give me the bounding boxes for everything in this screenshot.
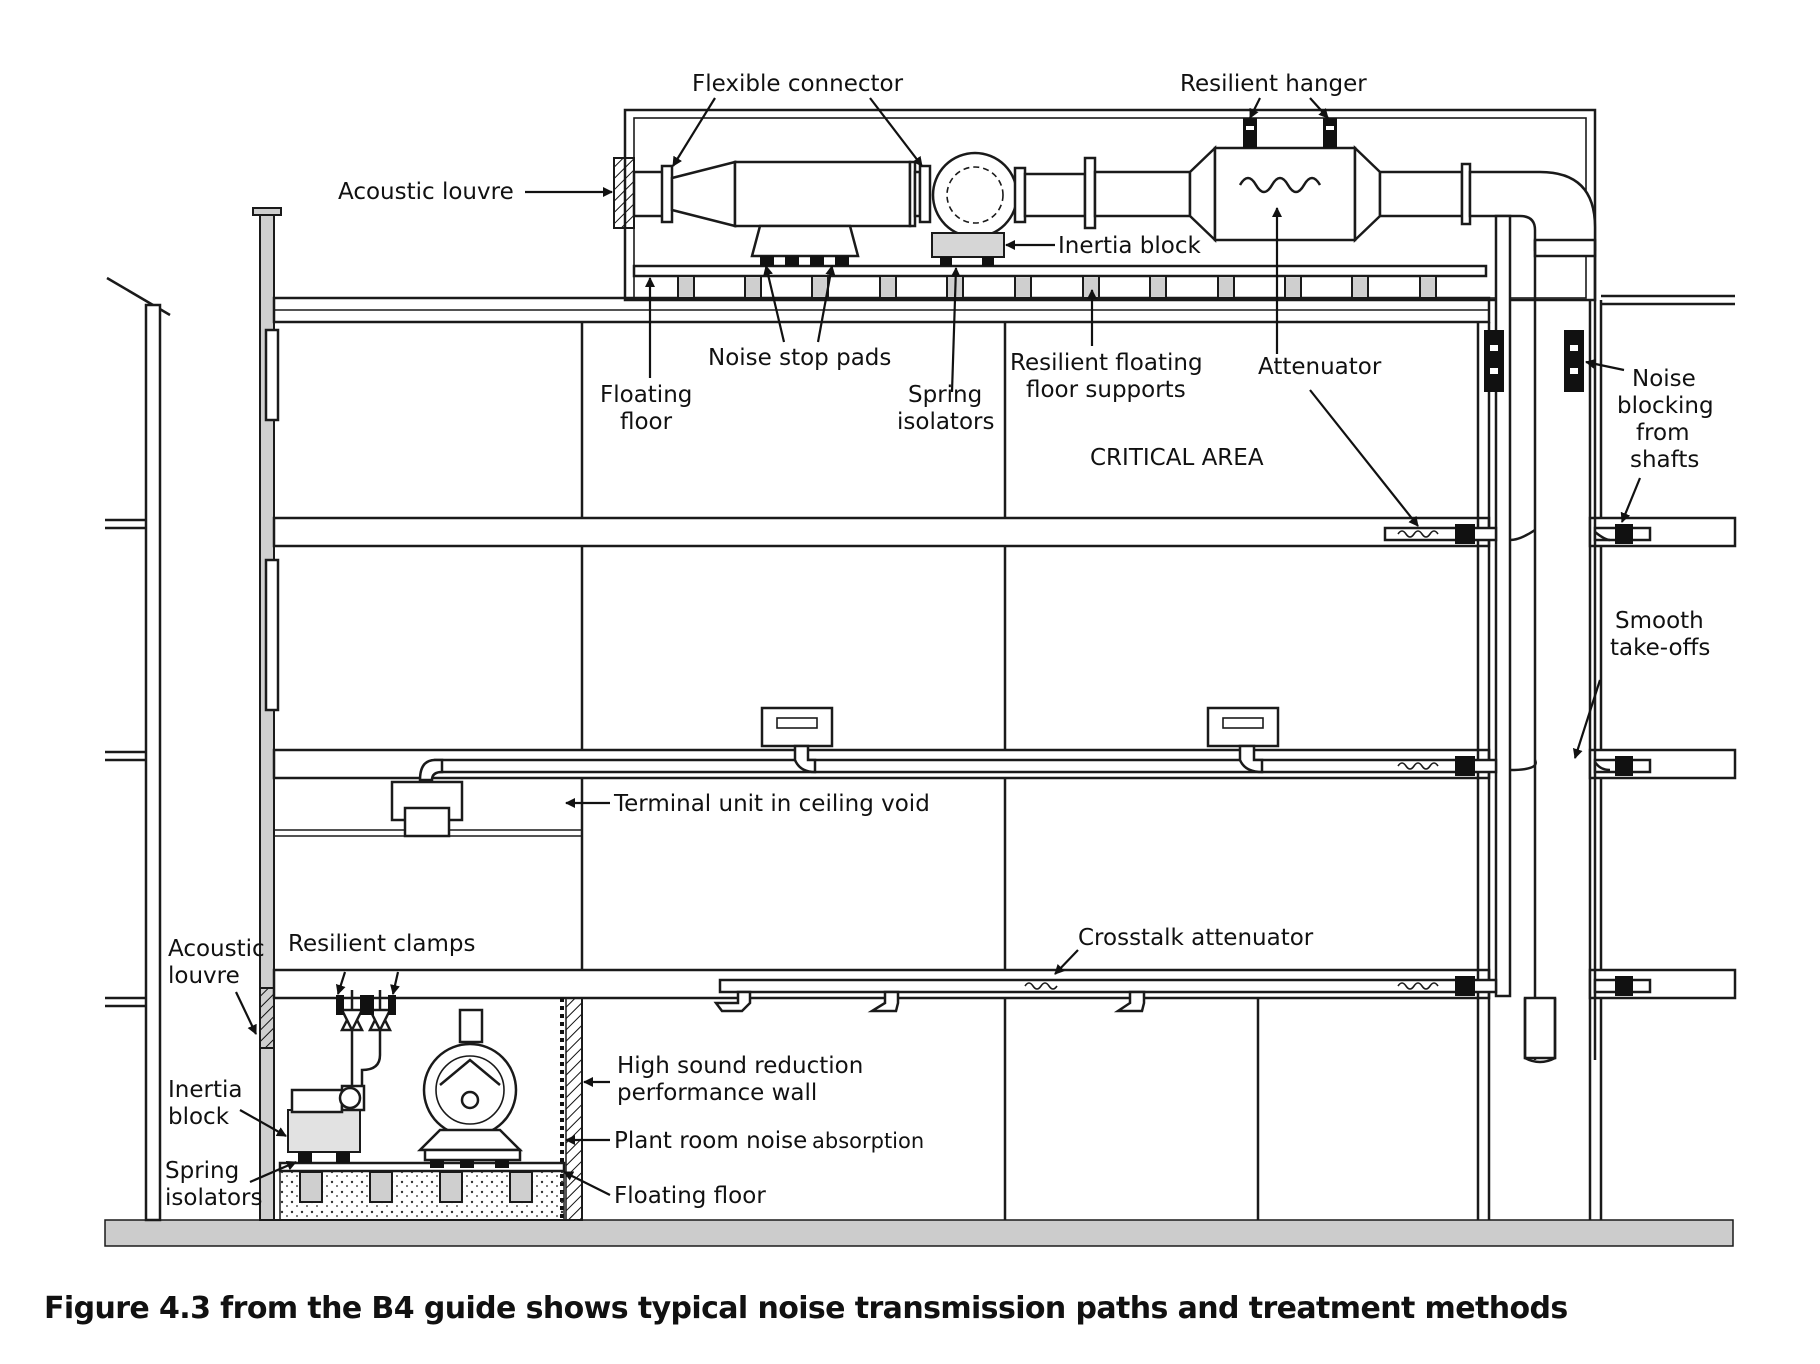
label-absorption: absorption [812, 1129, 924, 1153]
label-acoustic-louvre-top: Acoustic louvre [338, 179, 514, 205]
roof-floating-floor [632, 264, 1488, 278]
plant-room-absorption-wall [565, 997, 583, 1221]
figure-caption: Figure 4.3 from the B4 guide shows typic… [44, 1291, 1568, 1326]
floor-supports [677, 275, 1437, 299]
label-terminal-unit: Terminal unit in ceiling void [613, 791, 930, 817]
label-flexible-connector: Flexible connector [692, 71, 904, 97]
label-spring-isolators-top-2: isolators [897, 409, 994, 435]
acoustic-louvre-left-icon [259, 987, 275, 1049]
label-inertia-block-top: Inertia block [1058, 233, 1201, 259]
label-critical-area: CRITICAL AREA [1090, 445, 1264, 471]
roof-plant-equipment [613, 118, 1597, 266]
label-spring-isolators-left-2: isolators [165, 1185, 262, 1211]
ground-slab [104, 1219, 1734, 1247]
attenuator-top [1213, 146, 1357, 242]
label-inertia-block-left-1: Inertia [168, 1077, 242, 1103]
basement-plant-equipment [259, 987, 524, 1168]
inertia-block-basement [287, 1109, 361, 1153]
label-noise-blocking-2: blocking [1617, 393, 1714, 419]
label-noise-blocking-4: shafts [1630, 447, 1699, 473]
building-structure [104, 108, 1737, 1247]
duct-risers [1484, 214, 1597, 1064]
duct-branches [433, 524, 1652, 996]
label-floating-floor-top-1: Floating [600, 382, 692, 408]
label-high-sound-wall-2: performance wall [617, 1080, 817, 1106]
label-spring-isolators-top-1: Spring [908, 382, 982, 408]
label-plant-room-noise: Plant room noise [614, 1128, 807, 1154]
terminal-units [390, 706, 1280, 1013]
label-high-sound-wall-1: High sound reduction [617, 1053, 863, 1079]
floor-slab-3 [272, 516, 1491, 548]
label-resilient-clamps: Resilient clamps [288, 931, 475, 957]
label-noise-stop-pads: Noise stop pads [708, 345, 891, 371]
label-noise-blocking-1: Noise [1632, 366, 1696, 392]
label-noise-blocking-3: from [1636, 420, 1690, 446]
label-resilient-floating-floor-supports-2: floor supports [1026, 377, 1186, 403]
label-resilient-floating-floor-supports-1: Resilient floating [1010, 350, 1203, 376]
label-inertia-block-left-2: block [168, 1104, 230, 1130]
label-floating-floor-bottom: Floating floor [614, 1183, 766, 1209]
acoustic-louvre-top-icon [613, 157, 635, 229]
label-acoustic-louvre-left-2: louvre [168, 963, 240, 989]
inertia-block-top [931, 232, 1005, 258]
label-crosstalk-attenuator: Crosstalk attenuator [1078, 925, 1314, 951]
label-resilient-hanger: Resilient hanger [1180, 71, 1367, 97]
labels: Flexible connector Resilient hanger Acou… [165, 71, 1714, 1211]
label-spring-isolators-left-1: Spring [165, 1158, 239, 1184]
label-attenuator: Attenuator [1258, 354, 1382, 380]
leader-arrows [235, 97, 1642, 1196]
label-acoustic-louvre-left-1: Acoustic [168, 936, 265, 962]
label-smooth-takeoffs-1: Smooth [1615, 608, 1704, 634]
label-smooth-takeoffs-2: take-offs [1610, 635, 1710, 661]
terminal-unit-ceiling-void [390, 780, 464, 822]
label-floating-floor-top-2: floor [620, 409, 673, 435]
